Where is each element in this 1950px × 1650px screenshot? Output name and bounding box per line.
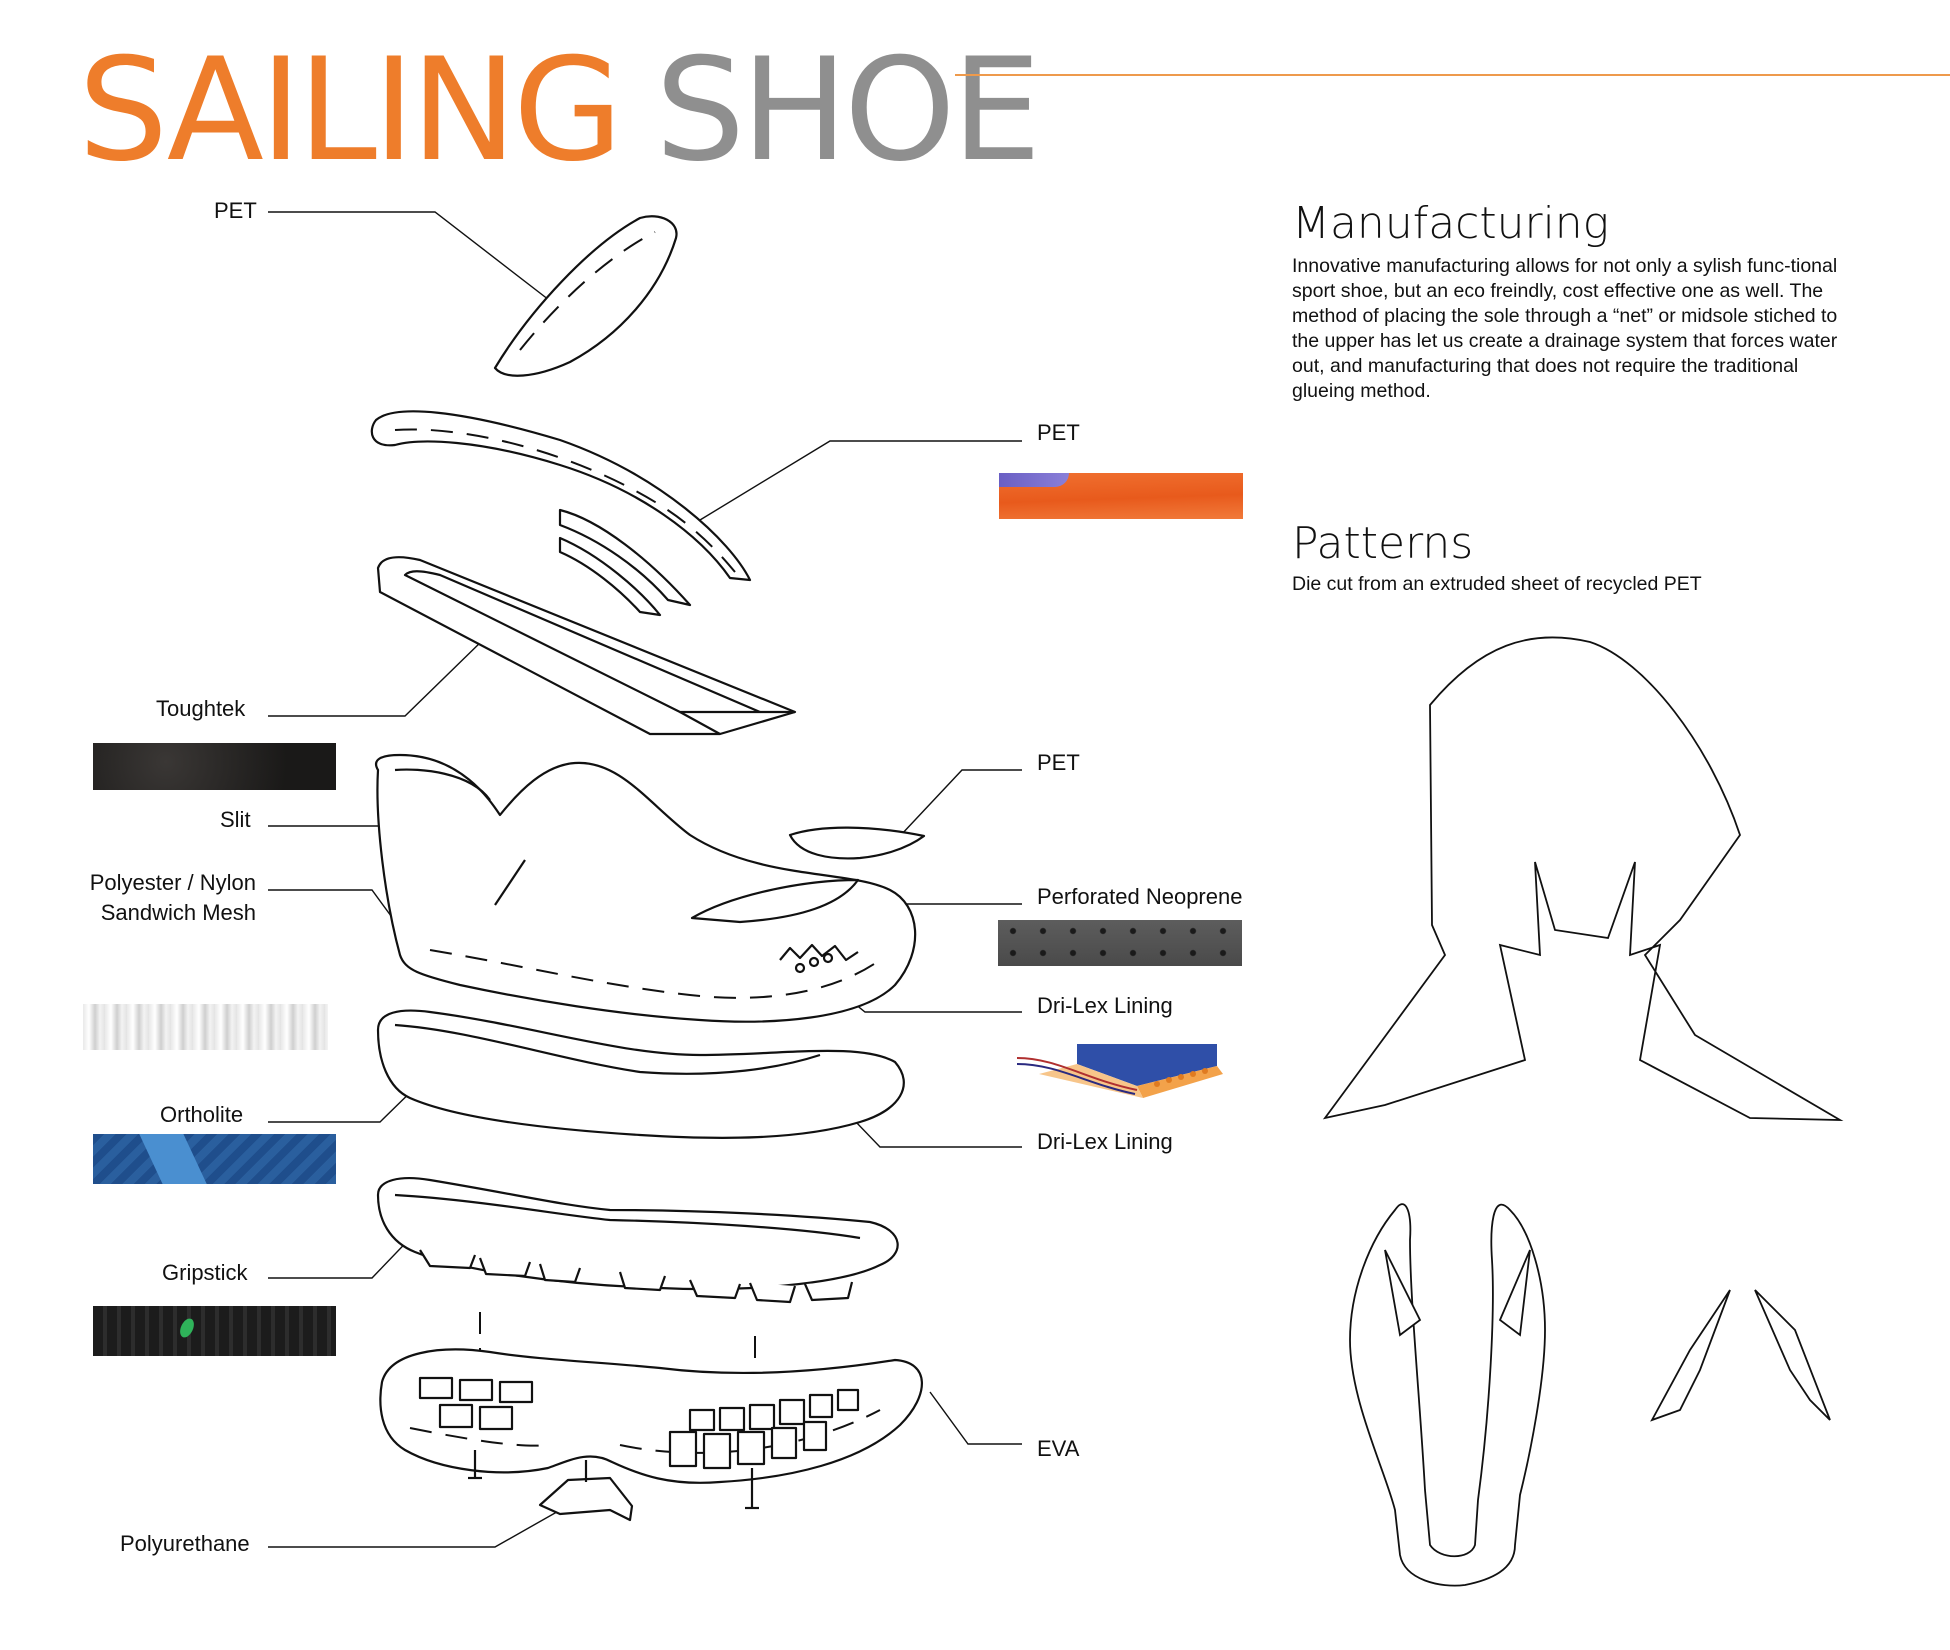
leader-polyurethane <box>268 1499 579 1548</box>
swatch-perforated-neoprene <box>998 920 1242 966</box>
part-toughtek <box>376 556 797 736</box>
patterns-text: Die cut from an extruded sheet of recycl… <box>1292 573 1702 595</box>
leader-pet-small <box>899 769 1022 837</box>
title-shoe: SHOE <box>655 28 1041 193</box>
label-pet-small: PET <box>1037 750 1080 775</box>
pattern-piece-right <box>1754 1289 1831 1421</box>
manufacturing-heading: Manufacturing <box>1292 198 1610 249</box>
part-ortholite <box>376 1009 905 1139</box>
leader-eva <box>929 1391 1022 1445</box>
swatch-gripstick <box>93 1306 336 1356</box>
label-drilex-2: Dri-Lex Lining <box>1037 1129 1173 1154</box>
label-drilex-1: Dri-Lex Lining <box>1037 993 1173 1018</box>
leader-mesh <box>268 889 406 936</box>
header-rule <box>955 74 1950 76</box>
leader-toughtek <box>268 637 486 717</box>
pattern-upper-shape <box>1322 636 1844 1121</box>
label-pet-right: PET <box>1037 420 1080 445</box>
label-toughtek: Toughtek <box>156 696 246 721</box>
label-perforated-neoprene: Perforated Neoprene <box>1037 884 1243 909</box>
part-gripstick-sole <box>376 1177 899 1291</box>
part-upper <box>374 753 917 1023</box>
part-pet-small <box>788 826 926 860</box>
swatch-ortholite <box>93 1134 336 1184</box>
pattern-piece-left <box>1650 1289 1731 1422</box>
swatch-pet-stripe <box>999 473 1069 487</box>
patterns-heading: Patterns <box>1292 518 1474 569</box>
slit-mark <box>494 859 526 906</box>
label-ortholite: Ortholite <box>160 1102 244 1127</box>
shoe-parts <box>370 215 926 1522</box>
part-pet-strip-2 <box>558 508 692 607</box>
neoprene-tear <box>779 943 859 962</box>
label-pet-top: PET <box>214 198 257 223</box>
label-gripstick: Gripstick <box>162 1260 248 1285</box>
swatch-mesh <box>83 1004 328 1050</box>
part-pet-strip-1 <box>370 410 752 582</box>
swatch-pet-orange <box>999 473 1243 519</box>
part-side-panel <box>690 878 860 924</box>
drilex-layers-graphic <box>1017 1044 1223 1098</box>
part-pet-strip-3 <box>558 536 662 617</box>
manufacturing-text: Innovative manufacturing allows for not … <box>1292 255 1838 402</box>
label-slit: Slit <box>220 807 251 832</box>
title-sailing: SAILING <box>78 28 623 193</box>
part-polyurethane <box>538 1476 634 1522</box>
label-polyurethane: Polyurethane <box>120 1531 250 1556</box>
leader-pet-top <box>268 211 563 311</box>
label-eva: EVA <box>1037 1436 1080 1461</box>
pattern-sole-lining <box>1349 1203 1546 1587</box>
leader-pet-right <box>699 440 1022 521</box>
part-pet-heel <box>493 215 678 377</box>
swatch-toughtek <box>93 743 336 790</box>
eva-grid <box>418 1376 860 1470</box>
swatch-drilex-diagram <box>1017 1040 1223 1100</box>
pattern-shapes <box>1322 636 1844 1587</box>
label-mesh: Polyester / Nylon Sandwich Mesh <box>89 870 256 925</box>
